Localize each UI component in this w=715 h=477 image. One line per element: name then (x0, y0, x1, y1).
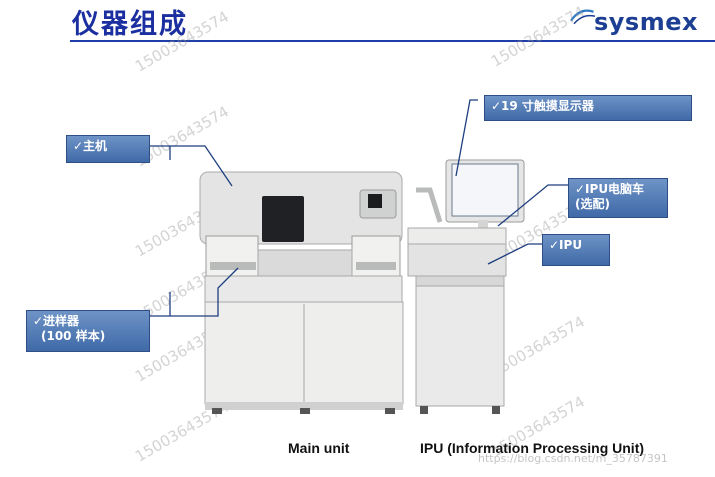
caption-ipu: IPU (Information Processing Unit) (420, 440, 645, 456)
url-watermark: https://blog.csdn.net/m_35787391 (478, 452, 668, 465)
callout-sampler: ✓进样器 (100 样本) (26, 310, 150, 352)
ipu-cart-illustration (407, 159, 525, 414)
callout-sampler-line2: (100 样本) (41, 329, 106, 343)
main-unit-illustration (199, 171, 404, 414)
callout-ipu-cart: ✓IPU电脑车 (选配) (568, 178, 668, 218)
caption-main-unit: Main unit (288, 440, 350, 456)
sysmex-logo: sysmex (594, 8, 698, 36)
callout-ipu-label: ✓IPU (549, 238, 583, 252)
callout-main-unit: ✓主机 (66, 135, 150, 163)
callout-sampler-line1: ✓进样器 (33, 314, 80, 328)
slide-title: 仪器组成 (72, 9, 188, 40)
callout-cart-line2: (选配) (575, 197, 610, 211)
sysmex-logo-icon (570, 9, 596, 25)
callout-main-label: ✓主机 (73, 139, 108, 153)
callout-ipu: ✓IPU (542, 234, 610, 266)
callout-leader-lines (150, 99, 568, 317)
callout-monitor: ✓19 寸触摸显示器 (484, 95, 692, 121)
callout-cart-line1: ✓IPU电脑车 (575, 182, 645, 196)
callout-monitor-label: ✓19 寸触摸显示器 (491, 99, 594, 113)
title-rule (70, 40, 715, 42)
